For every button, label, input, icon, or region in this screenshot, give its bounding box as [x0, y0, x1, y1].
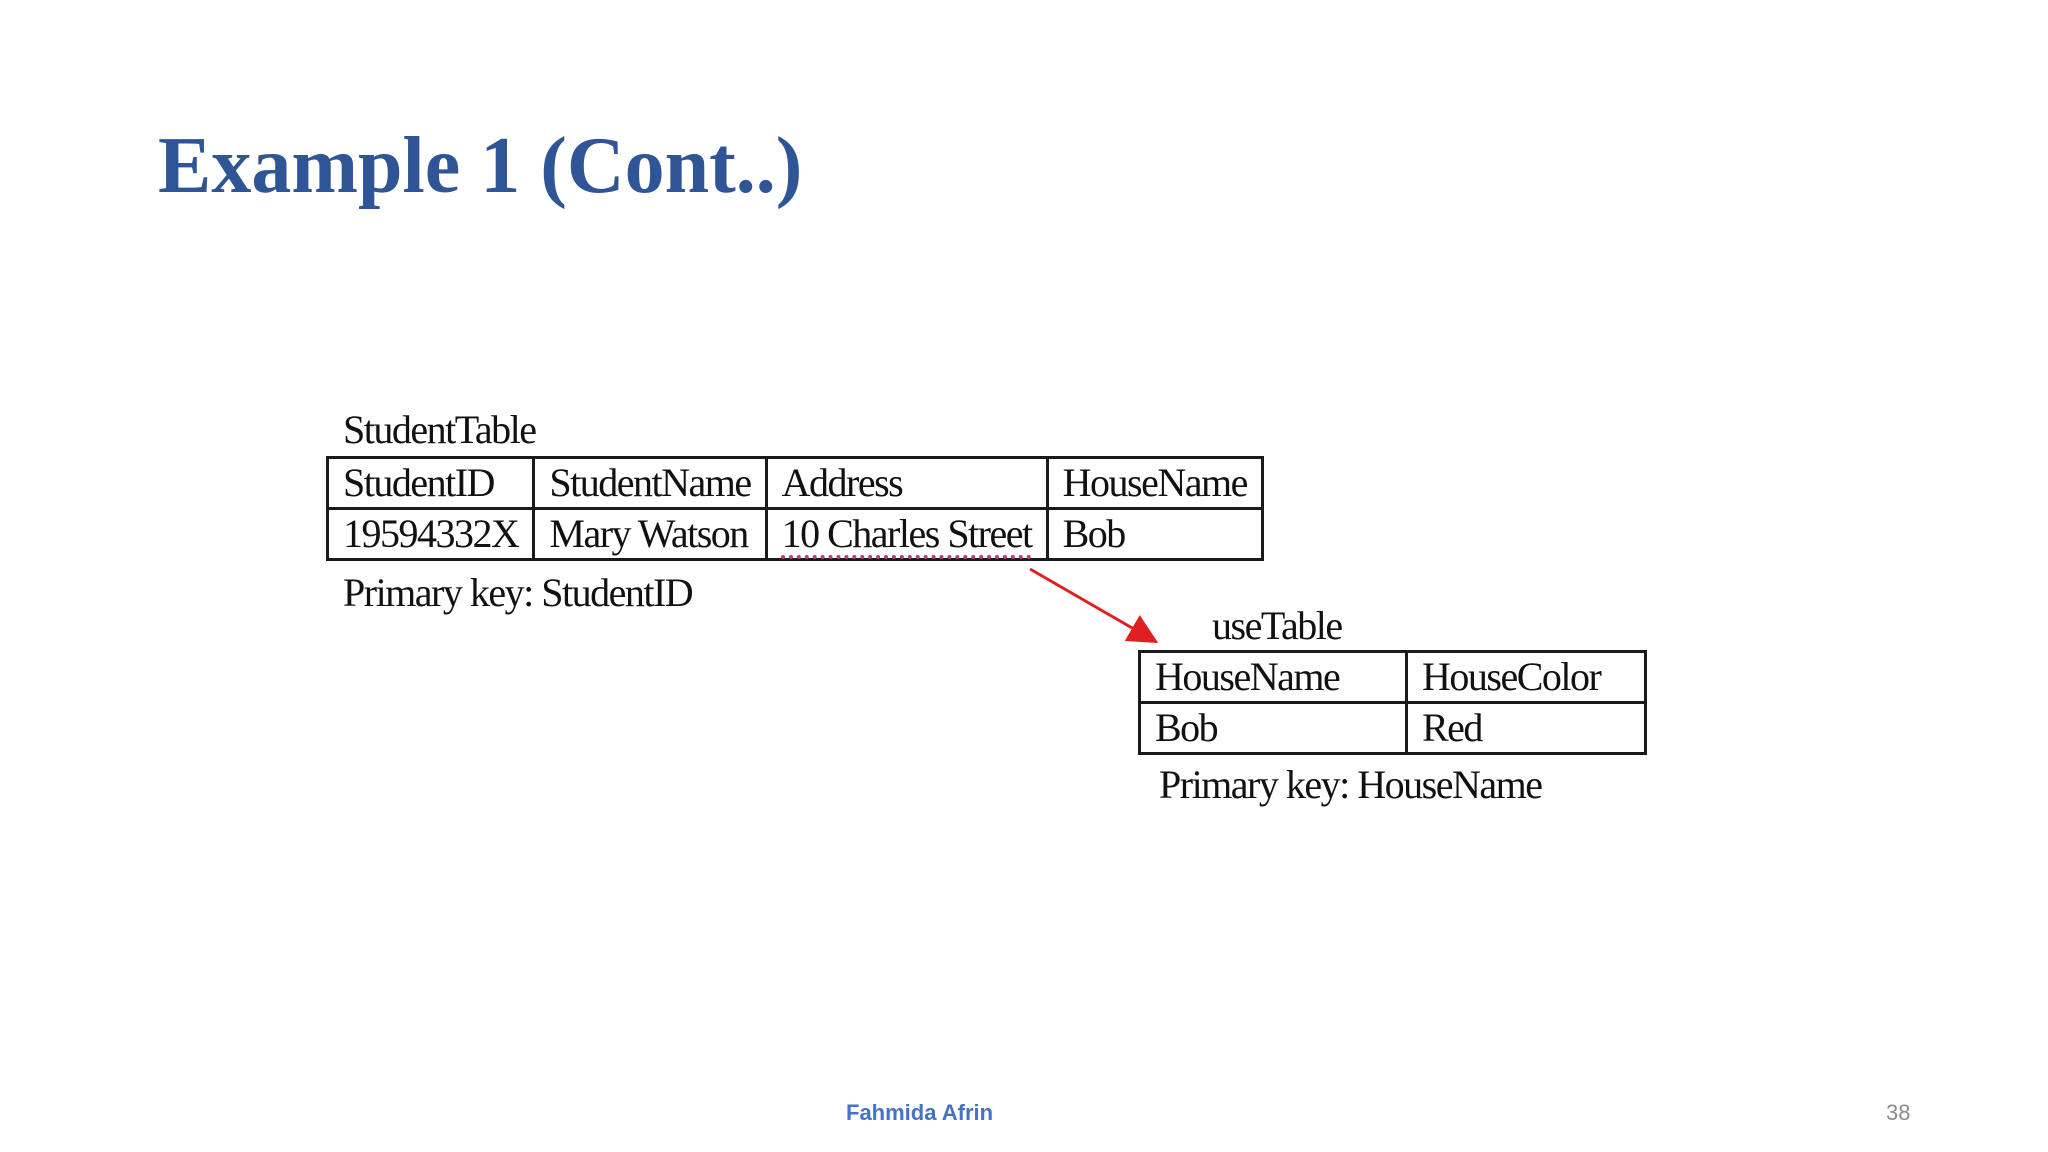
house-table-header-row: HouseName HouseColor	[1138, 650, 1647, 704]
header-cell-housename: HouseName	[1138, 650, 1408, 704]
header-cell-housename: HouseName	[1045, 456, 1264, 510]
header-cell-studentid: StudentID	[325, 456, 536, 510]
header-cell-address: Address	[764, 456, 1049, 510]
cell-housename: Bob	[1138, 701, 1408, 755]
student-table-caption: StudentTable	[343, 407, 537, 452]
cell-studentid: 19594332X	[325, 507, 536, 561]
house-table: HouseName HouseColor Bob Red	[1138, 650, 1647, 755]
student-table-header-row: StudentID StudentName Address HouseName	[325, 456, 1264, 510]
student-table-row: 19594332X Mary Watson 10 Charles Street …	[325, 507, 1264, 561]
cell-address: 10 Charles Street	[764, 507, 1049, 561]
cell-housename: Bob	[1045, 507, 1264, 561]
header-cell-studentname: StudentName	[532, 456, 768, 510]
house-table-caption: useTable	[1212, 603, 1343, 648]
cell-studentname: Mary Watson	[532, 507, 768, 561]
house-table-row: Bob Red	[1138, 701, 1647, 755]
header-cell-housecolor: HouseColor	[1405, 650, 1647, 704]
slide-title: Example 1 (Cont..)	[158, 122, 803, 210]
cell-housecolor: Red	[1405, 701, 1647, 755]
page-number: 38	[1886, 1100, 1911, 1125]
student-table-primary-key: Primary key: StudentID	[343, 570, 694, 615]
house-table-primary-key: Primary key: HouseName	[1159, 762, 1543, 807]
student-table: StudentID StudentName Address HouseName …	[325, 456, 1264, 561]
address-text: 10 Charles Street	[781, 511, 1034, 556]
footer-author: Fahmida Afrin	[846, 1100, 994, 1125]
